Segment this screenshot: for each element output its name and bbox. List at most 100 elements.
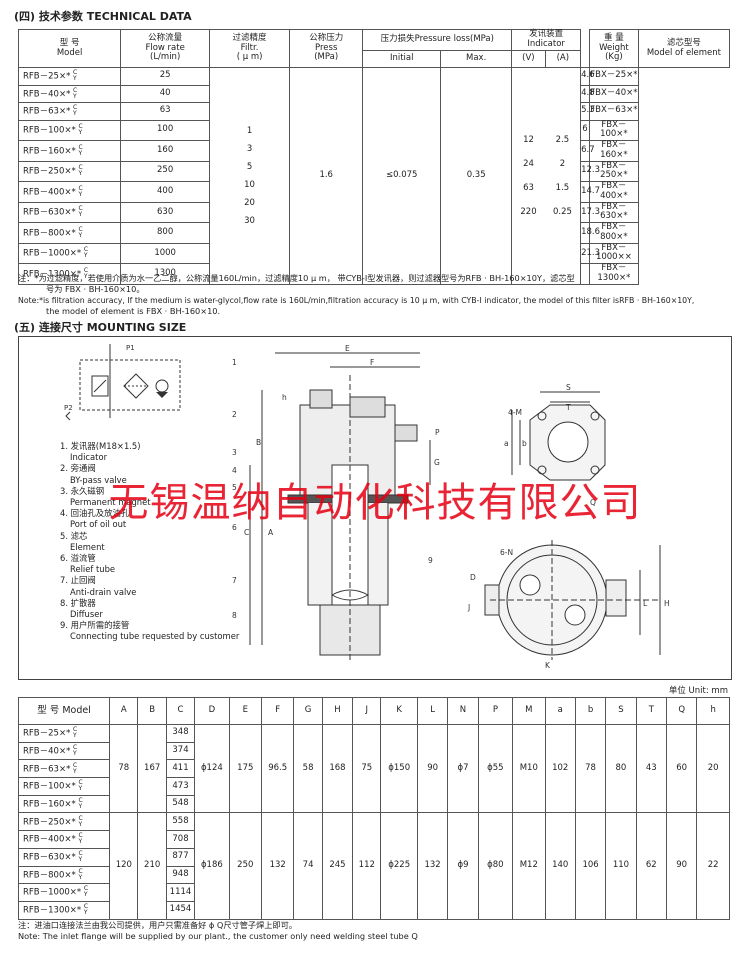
label-p2: P2 — [64, 404, 73, 412]
tech-weight-cell: 14.7 — [580, 181, 600, 203]
dim-cell: 120 — [109, 812, 139, 920]
inlet-notes: 注：进油口连接法兰由我公司提供，用户只需准备好 ϕ Q尺寸管子焊上即可。 Not… — [18, 920, 730, 942]
table-gap — [580, 29, 590, 68]
dim-cell: 96.5 — [260, 723, 295, 814]
th-initial: Initial — [362, 49, 442, 69]
dim-th: 型 号 Model — [17, 697, 111, 725]
callout-9: 9 — [428, 556, 433, 565]
dim-cell: ϕ80 — [477, 812, 514, 920]
tech-flow-cell: 250 — [120, 160, 211, 183]
flange-hole — [590, 465, 600, 475]
tech-flow-cell: 25 — [120, 67, 211, 86]
dim-cell: 43 — [635, 723, 668, 814]
dim-c-cell: 374 — [165, 741, 196, 761]
dim-cell: 78 — [109, 723, 139, 814]
tech-flow-cell: 40 — [120, 84, 211, 104]
label-d: D — [470, 573, 476, 582]
dim-cell: 102 — [544, 723, 576, 814]
tech-weight-cell: 21.3 — [580, 242, 600, 265]
dim-cell: 210 — [137, 812, 167, 920]
tech-element-cell: FBX－40×* — [588, 84, 639, 104]
symbol-indicator-diag — [93, 379, 107, 393]
top-view-inlet-port — [605, 579, 627, 617]
tech-weight-cell: 6 — [580, 119, 590, 142]
dim-cell: 80 — [605, 723, 637, 814]
dim-th: a — [544, 697, 576, 725]
dim-cell: 245 — [321, 812, 354, 920]
callout-3: 3 — [232, 448, 237, 457]
dim-th: M — [512, 697, 546, 725]
label-t: T — [565, 403, 571, 412]
filter-section-drawing: E F h P G B C A 1 2 3 4 5 6 7 8 9 — [232, 345, 440, 663]
label-6n: 6-N — [500, 548, 513, 557]
section-title-mounting-size: (五) 连接尺寸 MOUNTING SIZE — [14, 321, 187, 334]
dim-cell: ϕ55 — [477, 723, 514, 814]
dim-cell: M12 — [512, 812, 546, 920]
label-k: K — [545, 661, 551, 670]
dim-th: S — [605, 697, 637, 725]
flange-bore — [547, 421, 589, 463]
note-en-line2: the model of element is FBX · BH-160×10. — [46, 306, 221, 316]
dim-cell: 78 — [574, 723, 607, 814]
tech-flow-cell: 1300 — [120, 263, 211, 285]
th-indicator: 发讯装置 Indicator — [511, 29, 582, 51]
label-l: L — [643, 599, 648, 608]
dim-c-cell: 558 — [165, 812, 196, 832]
inlet-flange-drawing: S T 4-M b a Q — [504, 383, 606, 507]
dim-cell: 168 — [321, 723, 354, 814]
dim-cell: 132 — [260, 812, 295, 920]
label-p: P — [435, 428, 440, 437]
dim-th: F — [260, 697, 295, 725]
label-b-small: b — [522, 439, 527, 448]
label-c: C — [244, 528, 249, 537]
dim-th: h — [696, 697, 730, 725]
tech-flow-cell: 63 — [120, 102, 211, 121]
dim-cell: 90 — [416, 723, 449, 814]
dim-c-cell: 473 — [165, 777, 196, 796]
th-volt: (V) — [511, 49, 546, 69]
dim-cell: 106 — [574, 812, 607, 920]
callout-8: 8 — [232, 611, 237, 620]
label-q: Q — [590, 498, 596, 507]
drawing-frame — [18, 336, 732, 680]
dim-c-cell: 708 — [165, 830, 196, 849]
press-value-cell: 1.6 — [289, 67, 364, 285]
max-value-cell: 0.35 — [440, 67, 513, 285]
dim-cell: 20 — [696, 723, 730, 814]
dim-cell: ϕ9 — [447, 812, 479, 920]
legend-item: 1. 发讯器(M18×1.5)Indicator — [60, 441, 141, 463]
dim-th: P — [477, 697, 514, 725]
dim-c-cell: 548 — [165, 794, 196, 814]
label-p1: P1 — [126, 344, 135, 352]
dim-th: D — [194, 697, 230, 725]
dim-cell: 132 — [416, 812, 449, 920]
tech-element-cell: FBX－25×* — [588, 67, 639, 86]
company-watermark: 无锡温纳自动化科技有限公司 — [108, 480, 642, 526]
symbol-indicator-box — [91, 375, 109, 397]
dim-cell: ϕ124 — [194, 723, 230, 814]
dim-cell: 140 — [544, 812, 576, 920]
dim-cell: 90 — [665, 812, 698, 920]
diffuser-spring — [331, 589, 370, 601]
dim-c-cell: 348 — [165, 724, 196, 743]
tech-flow-cell: 1000 — [120, 242, 211, 265]
label-h-big: H — [664, 599, 670, 608]
dim-th: K — [380, 697, 418, 725]
dim-cell: 22 — [696, 812, 730, 920]
dim-c-cell: 877 — [165, 847, 196, 867]
hydraulic-symbol: P1 P2 — [64, 344, 181, 421]
dim-c-cell: 1454 — [165, 900, 196, 920]
